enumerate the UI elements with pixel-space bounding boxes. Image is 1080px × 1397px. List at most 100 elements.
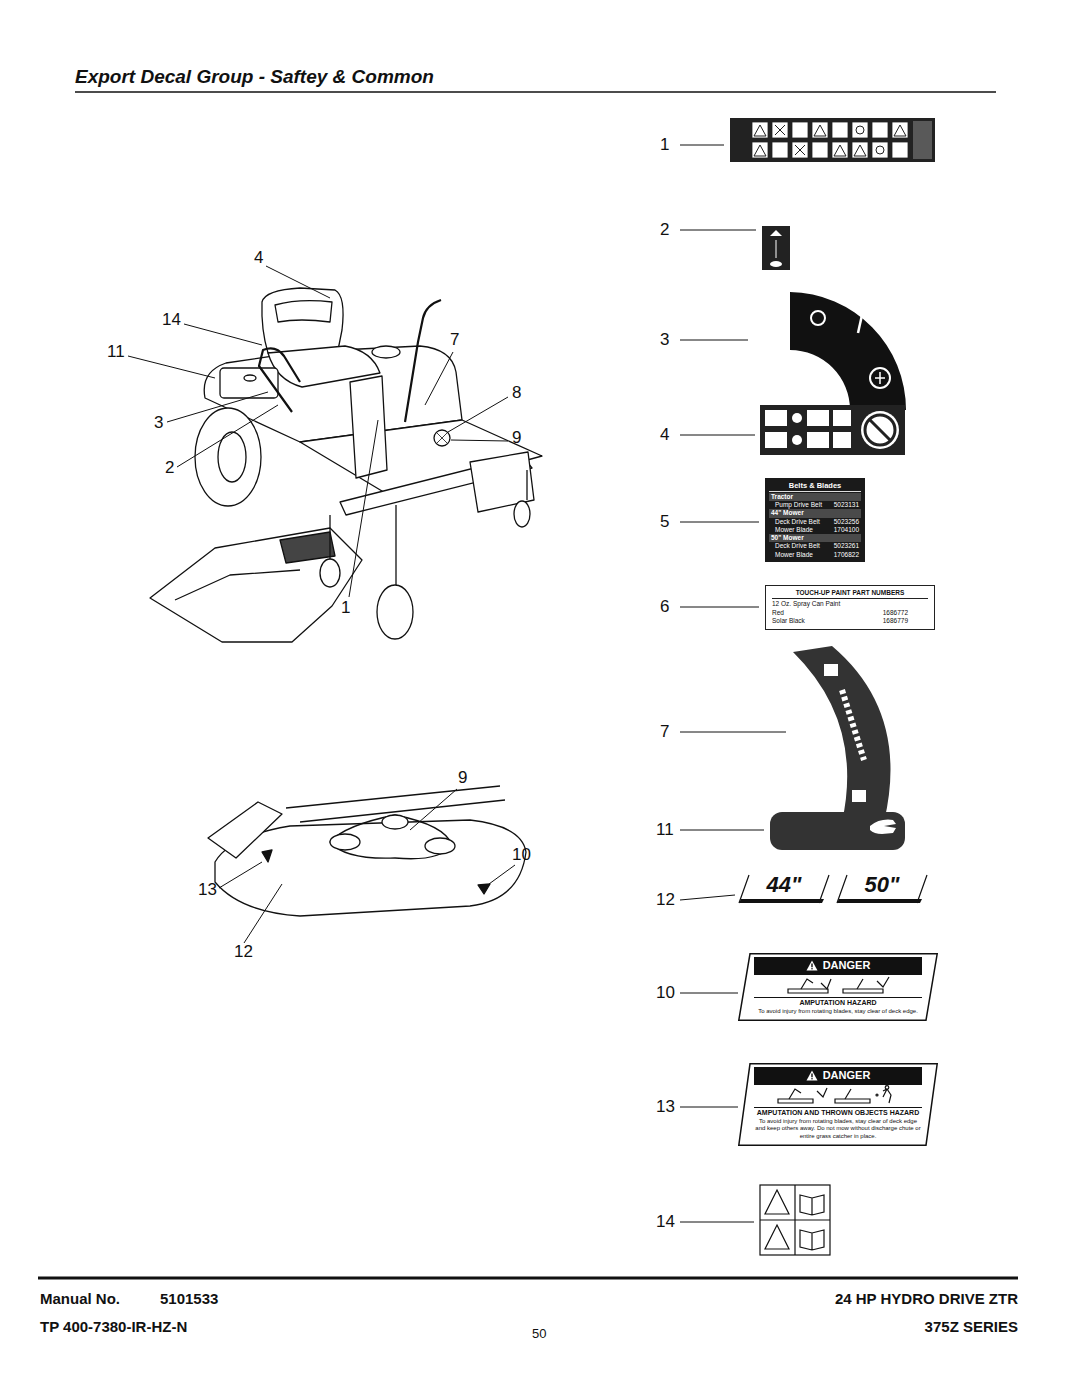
rear-tire: [195, 408, 261, 506]
paint-decal: TOUCH-UP PAINT PART NUMBERS 12 Oz. Spray …: [765, 585, 935, 630]
knob-detail: [436, 432, 448, 444]
decal-row: Solar Black1686779: [772, 617, 928, 626]
operation-decal: [760, 405, 905, 455]
manual-number: 5101533: [160, 1290, 218, 1308]
spindle-pulley: [382, 815, 408, 829]
decal-text: To avoid injury from rotating blades, st…: [758, 1008, 918, 1016]
decal-text: To avoid injury from rotating blades, st…: [754, 1118, 922, 1141]
decal-text: 50" Mower: [771, 534, 804, 542]
lift-decal: [793, 646, 891, 822]
decal-text: Tractor: [771, 493, 793, 501]
leader-line: [425, 352, 453, 405]
decal-row: Deck Drive Belt5023261: [769, 542, 861, 550]
callout-number: 12: [234, 942, 253, 962]
decal-row: [754, 1085, 922, 1107]
series-name: 375Z SERIES: [925, 1318, 1018, 1336]
deck-detail: [175, 570, 300, 600]
footer-rule: [38, 1277, 1018, 1280]
leader-line: [451, 440, 508, 441]
leader-line: [680, 145, 724, 146]
callout-number: 1: [660, 135, 669, 155]
decal-row: Pump Drive Belt5023131: [769, 501, 861, 509]
warning-triangle: [806, 960, 818, 971]
deck-shell: [215, 820, 526, 916]
decal-border: [739, 1064, 937, 1145]
decal-text: 5023131: [834, 501, 859, 509]
steering-lever: [259, 348, 300, 412]
decal-text: AMPUTATION HAZARD: [799, 999, 876, 1008]
decal-border: [739, 954, 937, 1020]
warning-icon-decal: [760, 1185, 830, 1255]
decal-edge: [739, 875, 829, 903]
leader-line: [410, 789, 457, 830]
leader-line: [680, 993, 738, 994]
callout-number: 14: [656, 1212, 675, 1232]
caster-wheel: [514, 501, 530, 527]
title-rule: [75, 91, 996, 93]
caster-stem: [329, 515, 330, 560]
leader-line: [680, 607, 759, 608]
decal-mark: [478, 884, 490, 894]
decal-mark: [262, 850, 272, 862]
decal-text: 44" Mower: [771, 509, 804, 517]
leader-line: [680, 732, 786, 733]
decal-row: 50" Mower: [769, 534, 861, 542]
ignition-decal: [790, 292, 906, 410]
caster-wheel: [320, 559, 340, 587]
decal-text: DANGER: [823, 1069, 871, 1083]
callout-number: 14: [162, 310, 181, 330]
decal-text: 1686772: [883, 609, 908, 618]
leader-line: [680, 230, 756, 231]
leader-line: [448, 397, 508, 432]
decal-row: Belts & Blades: [769, 481, 861, 492]
decal-row: Tractor: [769, 493, 861, 501]
leader-line: [167, 392, 268, 422]
leader-line: [266, 266, 330, 298]
fuel-cap: [372, 346, 400, 358]
leader-lines: [219, 789, 515, 943]
callout-number: 9: [458, 768, 467, 788]
decal-text: DANGER: [823, 959, 871, 973]
leader-line: [680, 1107, 738, 1108]
leader-line: [244, 884, 282, 943]
callout-number: 8: [512, 383, 521, 403]
callout-number: 7: [450, 330, 459, 350]
decal-row: Red1686772: [772, 609, 928, 618]
hanger-bar: [286, 786, 500, 808]
leader-line: [219, 862, 262, 888]
leader-line: [349, 420, 378, 597]
caster-wheel: [377, 585, 413, 639]
decal-row: DANGER: [754, 957, 922, 975]
callout-number: 13: [656, 1097, 675, 1117]
safety-decal: [730, 118, 935, 162]
leader-line: [184, 324, 262, 345]
callout-number: 2: [660, 220, 669, 240]
decal-text: 1706822: [834, 551, 859, 559]
decal-row: 12 Oz. Spray Can Paint: [772, 600, 928, 609]
callout-number: 10: [656, 983, 675, 1003]
decal-text: Solar Black: [772, 617, 805, 626]
leader-line: [680, 1222, 754, 1223]
decal-text: 1704100: [834, 526, 859, 534]
decal-text: Deck Drive Belt: [775, 518, 820, 526]
seat-back: [262, 288, 343, 353]
control-knob: [244, 375, 256, 381]
callout-number: 3: [154, 413, 163, 433]
throttle-decal: [762, 226, 790, 270]
deck-illustration: [208, 786, 526, 916]
decal-row: Mower Blade1704100: [769, 526, 861, 534]
spindle-pulley: [425, 838, 455, 854]
seat-cushion: [268, 346, 380, 387]
leader-line: [680, 522, 759, 523]
decal-text: 5023256: [834, 518, 859, 526]
decal-text: TOUCH-UP PAINT PART NUMBERS: [796, 589, 905, 598]
decal-text: 44": [767, 874, 802, 896]
decal-row: AMPUTATION HAZARD: [754, 997, 922, 1008]
control-panel: [220, 368, 278, 398]
callout-number: 4: [660, 425, 669, 445]
model-name: 24 HP HYDRO DRIVE ZTR: [835, 1290, 1018, 1308]
callout-number: 10: [512, 845, 531, 865]
leader-line: [680, 435, 755, 436]
tp-number: TP 400-7380-IR-HZ-N: [40, 1318, 187, 1336]
manual-label: Manual No.: [40, 1290, 120, 1308]
